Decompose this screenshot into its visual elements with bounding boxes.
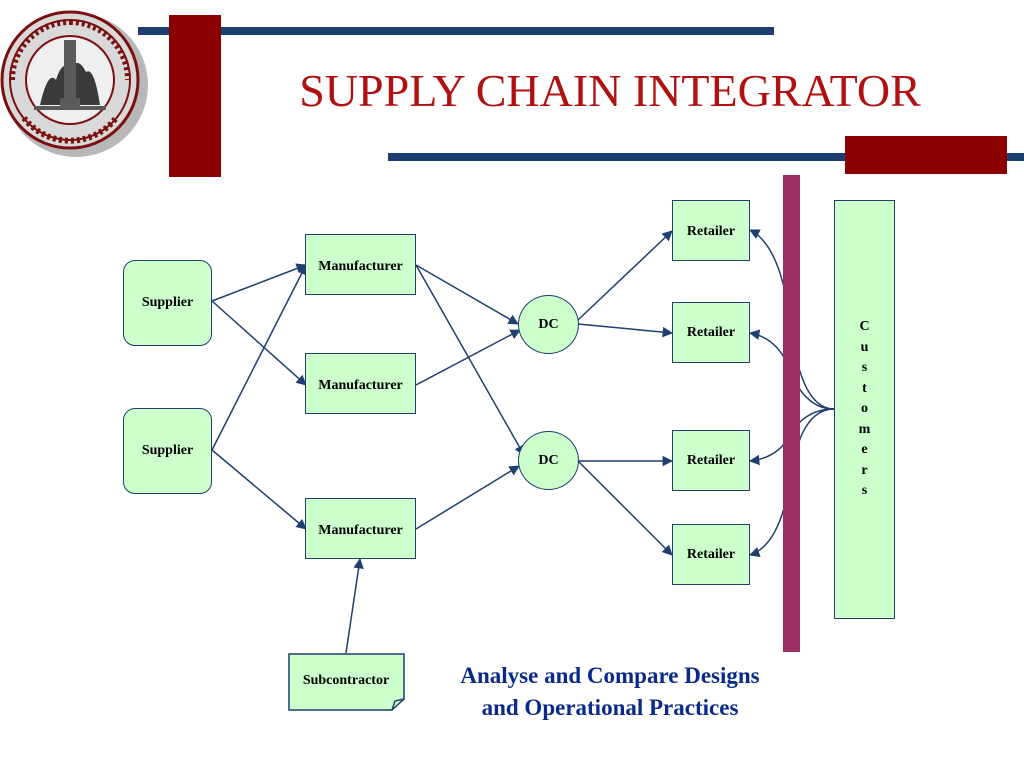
subcontractor-label: Subcontractor (302, 673, 390, 688)
manufacturer-label: Manufacturer (318, 378, 403, 393)
customers-letter: o (861, 401, 868, 417)
dc-node-1: DC (518, 295, 579, 354)
customers-letter: s (861, 360, 868, 376)
manufacturer-node-3: Manufacturer (305, 498, 416, 559)
customers-node: C u s t o m e r s (834, 200, 895, 619)
arrow-manufacturer1-dc1 (415, 264, 519, 325)
retailer-label: Retailer (686, 224, 736, 239)
arrow-supplier2-manufacturer3 (211, 449, 307, 530)
arrow-supplier1-manufacturer1 (211, 263, 307, 302)
arrow-dc1-retailer2 (577, 323, 674, 338)
supplier-label: Supplier (141, 295, 194, 310)
retailer-node-3: Retailer (672, 430, 750, 491)
customers-letter: e (861, 442, 868, 458)
slide-title: SUPPLY CHAIN INTEGRATOR (299, 65, 921, 116)
subcontractor-node: Subcontractor (288, 653, 404, 709)
retailer-label: Retailer (686, 546, 736, 562)
customers-letter: m (858, 421, 871, 437)
manufacturer-node-1: Manufacturer (305, 234, 416, 295)
arrow-dc2-retailer4 (577, 460, 673, 556)
dc-label: DC (538, 316, 559, 332)
university-seal-logo (0, 10, 148, 157)
customers-letter: s (861, 483, 868, 499)
supplier-node-1: Supplier (123, 260, 212, 346)
supplier-label: Supplier (141, 443, 194, 458)
subcontractor-note-shape (288, 653, 405, 711)
top-navy-bar (138, 27, 774, 35)
arrow-manufacturer2-dc1 (415, 329, 521, 386)
caption-line-1: Analyse and Compare Designs (460, 663, 760, 688)
bottom-navy-bar (388, 153, 1024, 161)
retailer-label: Retailer (686, 452, 736, 468)
slide-caption: Analyse and Compare Designs and Operatio… (400, 660, 820, 724)
retailer-node-2: Retailer (672, 302, 750, 363)
caption-line-2: and Operational Practices (481, 695, 739, 720)
arrow-supplier1-manufacturer2 (211, 300, 307, 386)
supplier-node-2: Supplier (123, 408, 212, 494)
retailer-node-1: Retailer (672, 200, 750, 261)
retailer-label: Retailer (686, 324, 736, 340)
red-vertical-block (169, 15, 221, 177)
customers-letter: t (862, 380, 867, 396)
customers-letter: u (860, 339, 869, 355)
arrow-manufacturer3-dc2 (415, 465, 520, 530)
customers-letter: r (861, 462, 868, 478)
arrow-supplier2-manufacturer1 (211, 264, 307, 451)
dc-label: DC (538, 452, 559, 468)
arrow-dc1-retailer1 (577, 230, 673, 321)
retailer-node-4: Retailer (672, 524, 750, 585)
dc-node-2: DC (518, 431, 579, 490)
arrow-manufacturer1-dc2 (415, 264, 525, 456)
red-horizontal-block (845, 136, 1007, 174)
customers-letter: C (859, 319, 870, 335)
manufacturer-label: Manufacturer (318, 523, 403, 538)
arrow-subcontractor-manufacturer3 (345, 557, 364, 654)
channel-divider-bar (783, 175, 800, 652)
manufacturer-node-2: Manufacturer (305, 353, 416, 414)
manufacturer-label: Manufacturer (318, 259, 403, 274)
